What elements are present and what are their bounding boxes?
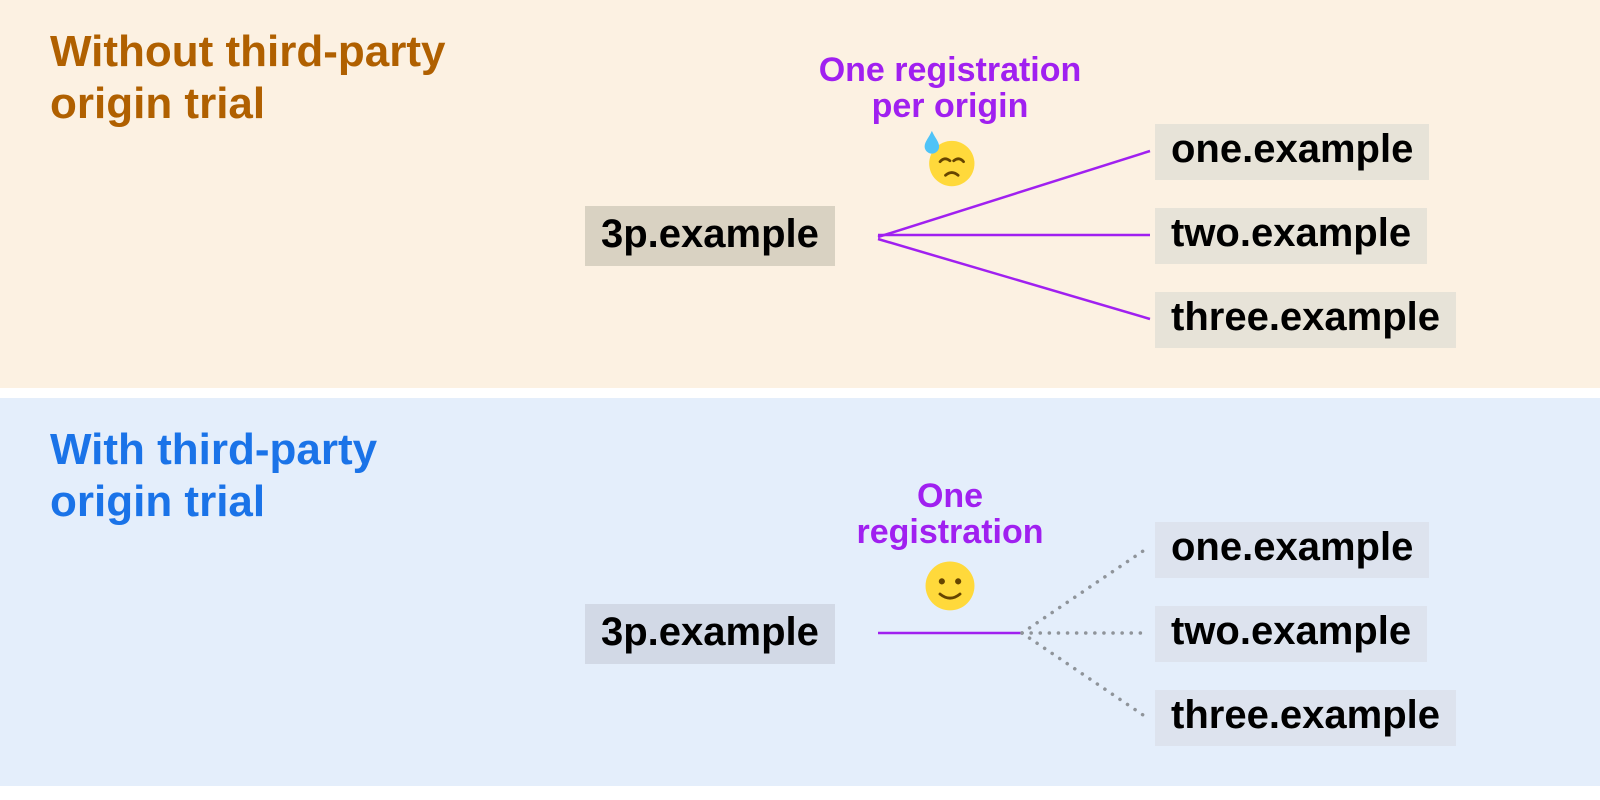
- panel-title-without: Without third-party origin trial: [50, 26, 446, 130]
- target-origin-two: two.example: [1155, 606, 1428, 662]
- target-origin-three: three.example: [1155, 690, 1457, 746]
- title-line-1: With third-party: [50, 425, 378, 474]
- annotation-line-1: One registration: [818, 51, 1082, 89]
- title-line-1: Without third-party: [50, 27, 446, 76]
- panel-title-with: With third-party origin trial: [50, 424, 377, 528]
- annotation-line-1: One: [916, 477, 984, 515]
- target-origin-two: two.example: [1155, 208, 1428, 264]
- slightly-smiling-face-emoji-icon: [925, 561, 975, 611]
- title-line-2: origin trial: [50, 78, 266, 128]
- annotation-line-2: per origin: [871, 87, 1029, 126]
- target-origin-one: one.example: [1155, 522, 1430, 578]
- annotation-line-2: registration: [856, 513, 1044, 552]
- solid-line-to-three: [877, 237, 1151, 321]
- annotation-one-registration: One registration: [750, 478, 1150, 551]
- solid-line-to-one: [877, 149, 1151, 239]
- emoji-wrapper: [921, 130, 979, 188]
- source-origin-label: 3p.example: [585, 604, 835, 664]
- annotation-one-registration-per-origin: One registration per origin: [750, 52, 1150, 125]
- panel-with-origin-trial: With third-party origin trial One regist…: [0, 398, 1600, 786]
- target-origin-three: three.example: [1155, 292, 1457, 348]
- dotted-line-to-three: [1020, 631, 1148, 719]
- target-origin-one: one.example: [1155, 124, 1430, 180]
- panel-without-origin-trial: Without third-party origin trial One reg…: [0, 0, 1600, 388]
- emoji-wrapper: [921, 556, 979, 614]
- title-line-2: origin trial: [50, 476, 266, 526]
- source-origin-label: 3p.example: [585, 206, 835, 266]
- dotted-line-to-one: [1020, 547, 1148, 635]
- downcast-face-with-sweat-emoji-icon: [924, 130, 975, 187]
